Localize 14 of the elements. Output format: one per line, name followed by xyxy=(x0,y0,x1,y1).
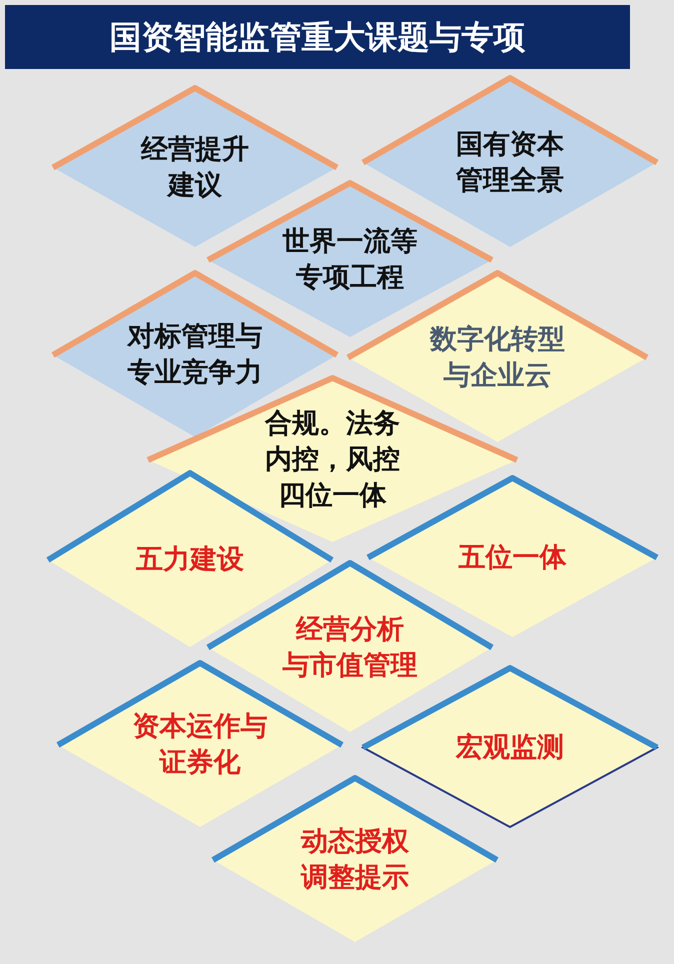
tile-label: 经营提升建议 xyxy=(141,132,249,202)
tile-label: 世界一流等专项工程 xyxy=(282,225,418,295)
tile-label: 经营分析与市值管理 xyxy=(282,612,418,682)
tile-label: 数字化转型与企业云 xyxy=(430,322,565,392)
tile-label: 合规。法务内控，风控四位一体 xyxy=(265,407,400,513)
tile-label: 五位一体 xyxy=(458,540,566,574)
tile-label: 资本运作与证券化 xyxy=(132,710,268,780)
tile-label: 五力建设 xyxy=(136,543,244,577)
tile-label: 国有资本管理全景 xyxy=(456,128,564,198)
title-bar: 国资智能监管重大课题与专项 xyxy=(5,5,630,69)
tile-label: 宏观监测 xyxy=(456,730,564,764)
diamond-tile xyxy=(210,775,500,945)
tile-label: 对标管理与专业竞争力 xyxy=(128,320,262,390)
tile-label: 动态授权调整提示 xyxy=(301,825,409,895)
